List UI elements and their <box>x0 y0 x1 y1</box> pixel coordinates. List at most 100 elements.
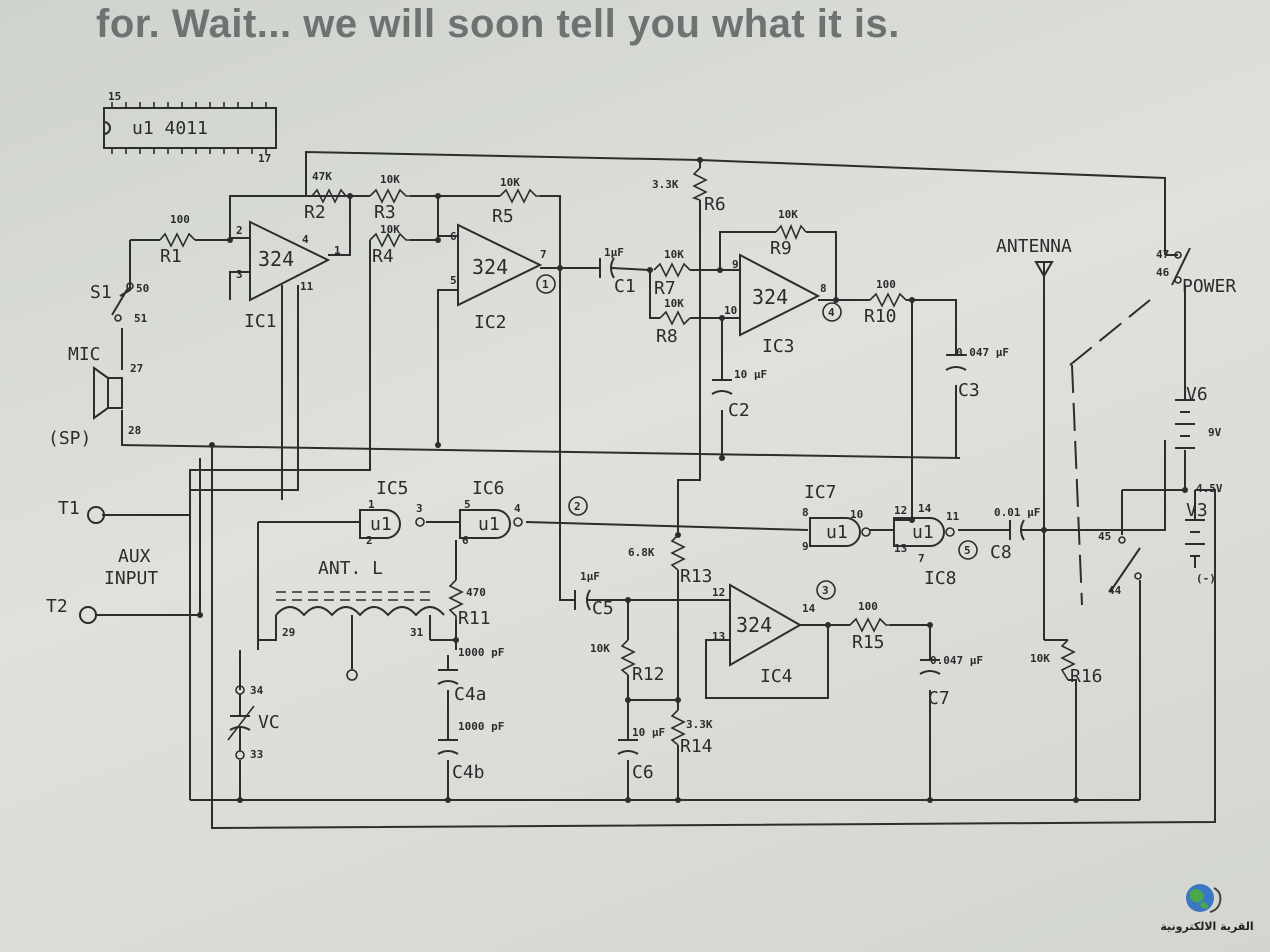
svg-text:1μF: 1μF <box>604 246 624 259</box>
svg-text:44: 44 <box>1108 584 1122 597</box>
svg-text:u1: u1 <box>370 514 392 535</box>
svg-text:10K: 10K <box>380 223 400 236</box>
c4b-label: C4b <box>452 762 485 783</box>
svg-text:4: 4 <box>514 502 521 515</box>
logo-text: القرية الالكترونية <box>1160 920 1254 933</box>
svg-text:11: 11 <box>946 510 960 523</box>
svg-text:u1: u1 <box>912 522 934 543</box>
ic2-label: IC2 <box>474 312 507 333</box>
svg-text:3: 3 <box>822 584 829 597</box>
svg-text:14: 14 <box>802 602 816 615</box>
svg-text:31: 31 <box>410 626 424 639</box>
svg-text:28: 28 <box>128 424 141 437</box>
svg-text:10K: 10K <box>778 208 798 221</box>
c7-label: C7 <box>928 688 950 709</box>
ic4-label: IC4 <box>760 666 793 687</box>
svg-text:100: 100 <box>876 278 896 291</box>
terminals: T1 T2 AUX INPUT <box>46 498 158 624</box>
power-label: POWER <box>1182 276 1236 297</box>
chip-package: u1 4011 15 17 <box>103 90 277 165</box>
svg-text:12: 12 <box>894 504 907 517</box>
svg-text:51: 51 <box>134 312 148 325</box>
svg-text:u1: u1 <box>478 514 500 535</box>
antenna: ANTENNA <box>996 236 1072 279</box>
c4a-label: C4a <box>454 684 487 705</box>
svg-text:34: 34 <box>250 684 264 697</box>
svg-text:6.8K: 6.8K <box>628 546 655 559</box>
svg-text:4: 4 <box>302 233 309 246</box>
svg-text:13: 13 <box>894 542 907 555</box>
svg-text:10K: 10K <box>590 642 610 655</box>
v3-label: V3 <box>1186 500 1208 521</box>
resistors: 100 R1 47K R2 10K R3 10K R4 10K R5 3.3K … <box>159 167 1103 757</box>
svg-text:10: 10 <box>850 508 863 521</box>
gate-ic6: u1 IC6 5 6 4 <box>459 478 523 547</box>
svg-text:7: 7 <box>918 552 925 565</box>
svg-text:u1: u1 <box>826 522 848 543</box>
svg-text:1000 pF: 1000 pF <box>458 646 504 659</box>
ic8-label: IC8 <box>924 568 957 589</box>
s1-label: S1 <box>90 282 112 303</box>
svg-text:5: 5 <box>450 274 457 287</box>
junction-dots <box>197 157 1188 803</box>
r15-label: R15 <box>852 632 885 653</box>
r4-label: R4 <box>372 246 394 267</box>
sp-label: (SP) <box>48 428 91 449</box>
r3-label: R3 <box>374 202 396 223</box>
svg-text:10K: 10K <box>664 248 684 261</box>
svg-text:0.047 μF: 0.047 μF <box>930 654 983 667</box>
opamp-ic1: 324 IC1 2 3 4 11 1 <box>236 220 341 332</box>
chip-package-label: u1 4011 <box>132 118 208 139</box>
power-switch: POWER 47 46 <box>1156 247 1236 297</box>
svg-text:10 μF: 10 μF <box>734 368 767 381</box>
ic5-label: IC5 <box>376 478 409 499</box>
svg-text:0.01 μF: 0.01 μF <box>994 506 1040 519</box>
opamp-ic4: 324 IC4 12 13 14 <box>712 583 816 687</box>
svg-text:3.3K: 3.3K <box>652 178 679 191</box>
svg-text:47K: 47K <box>312 170 332 183</box>
chip-pin-bottom: 17 <box>258 152 271 165</box>
svg-text:27: 27 <box>130 362 143 375</box>
c3-label: C3 <box>958 380 980 401</box>
svg-text:8: 8 <box>802 506 809 519</box>
v6-label: V6 <box>1186 384 1208 405</box>
battery-v6: V6 9V <box>1175 384 1222 449</box>
heading-text: for. Wait... we will soon tell you what … <box>96 2 900 46</box>
svg-text:9: 9 <box>732 258 739 271</box>
battery-v3: V3 4.5V (-) <box>1185 482 1223 585</box>
c1-label: C1 <box>614 276 636 297</box>
svg-text:46: 46 <box>1156 266 1170 279</box>
c8-label: C8 <box>990 542 1012 563</box>
svg-text:6: 6 <box>462 534 469 547</box>
svg-text:4: 4 <box>828 306 835 319</box>
t2-label: T2 <box>46 596 68 617</box>
opamp-ic3: 324 IC3 9 10 8 <box>724 253 827 357</box>
svg-text:14: 14 <box>918 502 932 515</box>
svg-text:50: 50 <box>136 282 149 295</box>
svg-text:100: 100 <box>858 600 878 613</box>
svg-text:0.047 μF: 0.047 μF <box>956 346 1009 359</box>
svg-text:10K: 10K <box>380 173 400 186</box>
svg-text:12: 12 <box>712 586 725 599</box>
antenna-label: ANTENNA <box>996 236 1072 257</box>
variable-capacitor-vc: VC 34 33 <box>227 684 280 761</box>
globe-icon <box>1186 884 1222 913</box>
svg-text:6: 6 <box>450 230 457 243</box>
ic2-part: 324 <box>472 255 508 279</box>
svg-text:3.3K: 3.3K <box>686 718 713 731</box>
svg-text:2: 2 <box>366 534 373 547</box>
ant-l-label: ANT. L <box>318 558 383 579</box>
r13-label: R13 <box>680 566 713 587</box>
svg-text:(-): (-) <box>1196 572 1216 585</box>
svg-text:470: 470 <box>466 586 486 599</box>
gate-ic5: u1 IC5 1 2 3 <box>359 478 425 547</box>
svg-text:8: 8 <box>820 282 827 295</box>
svg-text:1000 pF: 1000 pF <box>458 720 504 733</box>
svg-text:4.5V: 4.5V <box>1196 482 1223 495</box>
ic6-label: IC6 <box>472 478 505 499</box>
chip-pin-top: 15 <box>108 90 121 103</box>
mic-label: MIC <box>68 344 101 365</box>
svg-text:9: 9 <box>802 540 809 553</box>
svg-text:45: 45 <box>1098 530 1111 543</box>
